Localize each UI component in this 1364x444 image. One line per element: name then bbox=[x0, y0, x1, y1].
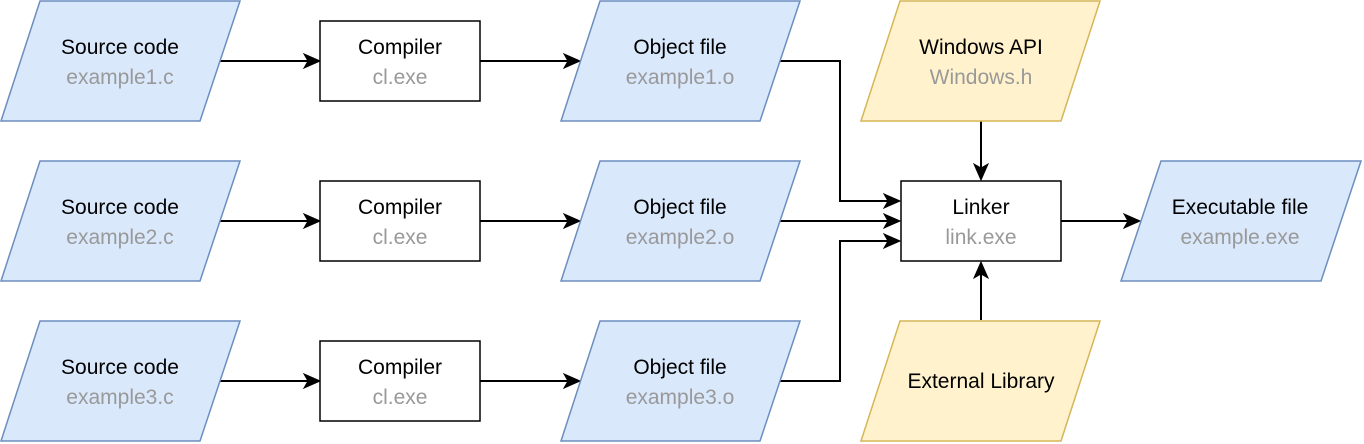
linker-box bbox=[900, 180, 1062, 262]
windows-api-label: Windows API bbox=[919, 36, 1043, 59]
source-filename: example3.c bbox=[66, 386, 173, 409]
arrowhead bbox=[302, 52, 322, 70]
compiler-node-2: Compiler cl.exe bbox=[319, 180, 481, 262]
arrowhead bbox=[882, 232, 902, 250]
source-node-2: Source code example2.c bbox=[0, 160, 242, 282]
source-shape bbox=[0, 320, 242, 442]
linker-label: Linker bbox=[952, 196, 1009, 219]
compiler-node-1: Compiler cl.exe bbox=[319, 20, 481, 102]
edge-object1-linker bbox=[780, 60, 888, 202]
compiler-box bbox=[319, 180, 481, 262]
compiler-tool: cl.exe bbox=[373, 386, 428, 409]
arrowhead bbox=[562, 212, 582, 230]
executable-shape bbox=[1119, 160, 1363, 282]
external-library-shape bbox=[859, 320, 1102, 442]
compiler-label: Compiler bbox=[358, 36, 442, 59]
linker-tool: link.exe bbox=[945, 226, 1016, 249]
object-label: Object file bbox=[633, 196, 726, 219]
edge-object3-linker bbox=[780, 240, 888, 382]
compiler-label: Compiler bbox=[358, 356, 442, 379]
source-node-3: Source code example3.c bbox=[0, 320, 242, 442]
source-shape bbox=[0, 160, 242, 282]
object-shape bbox=[559, 160, 802, 282]
arrowhead bbox=[562, 52, 582, 70]
compiler-box bbox=[319, 340, 481, 422]
arrowhead bbox=[882, 192, 902, 210]
arrowhead bbox=[302, 212, 322, 230]
object-filename: example1.o bbox=[626, 66, 735, 89]
arrowhead bbox=[562, 372, 582, 390]
arrowhead bbox=[302, 372, 322, 390]
arrowhead bbox=[882, 212, 902, 230]
object-filename: example2.o bbox=[626, 226, 735, 249]
source-filename: example1.c bbox=[66, 66, 173, 89]
object-node-1: Object file example1.o bbox=[559, 0, 802, 122]
arrowhead bbox=[972, 162, 990, 182]
object-filename: example3.o bbox=[626, 386, 735, 409]
source-filename: example2.c bbox=[66, 226, 173, 249]
windows-api-node: Windows API Windows.h bbox=[859, 0, 1102, 122]
source-label: Source code bbox=[61, 196, 179, 219]
compiler-tool: cl.exe bbox=[373, 226, 428, 249]
object-node-2: Object file example2.o bbox=[559, 160, 802, 282]
windows-api-header: Windows.h bbox=[930, 66, 1033, 89]
source-label: Source code bbox=[61, 36, 179, 59]
compiler-box bbox=[319, 20, 481, 102]
object-label: Object file bbox=[633, 356, 726, 379]
object-shape bbox=[559, 320, 802, 442]
arrowhead bbox=[972, 260, 990, 280]
executable-filename: example.exe bbox=[1180, 226, 1299, 249]
object-shape bbox=[559, 0, 802, 122]
compiler-tool: cl.exe bbox=[373, 66, 428, 89]
executable-label: Executable file bbox=[1172, 196, 1309, 219]
source-label: Source code bbox=[61, 356, 179, 379]
source-node-1: Source code example1.c bbox=[0, 0, 242, 122]
linker-node: Linker link.exe bbox=[900, 180, 1062, 262]
compiler-node-3: Compiler cl.exe bbox=[319, 340, 481, 422]
external-library-node: External Library bbox=[859, 320, 1102, 442]
object-node-3: Object file example3.o bbox=[559, 320, 802, 442]
connectors bbox=[220, 52, 1142, 390]
object-label: Object file bbox=[633, 36, 726, 59]
executable-node: Executable file example.exe bbox=[1119, 160, 1363, 282]
compiler-label: Compiler bbox=[358, 196, 442, 219]
source-shape bbox=[0, 0, 242, 122]
windows-api-shape bbox=[859, 0, 1102, 122]
arrowhead bbox=[1122, 212, 1142, 230]
external-library-label: External Library bbox=[907, 370, 1055, 393]
